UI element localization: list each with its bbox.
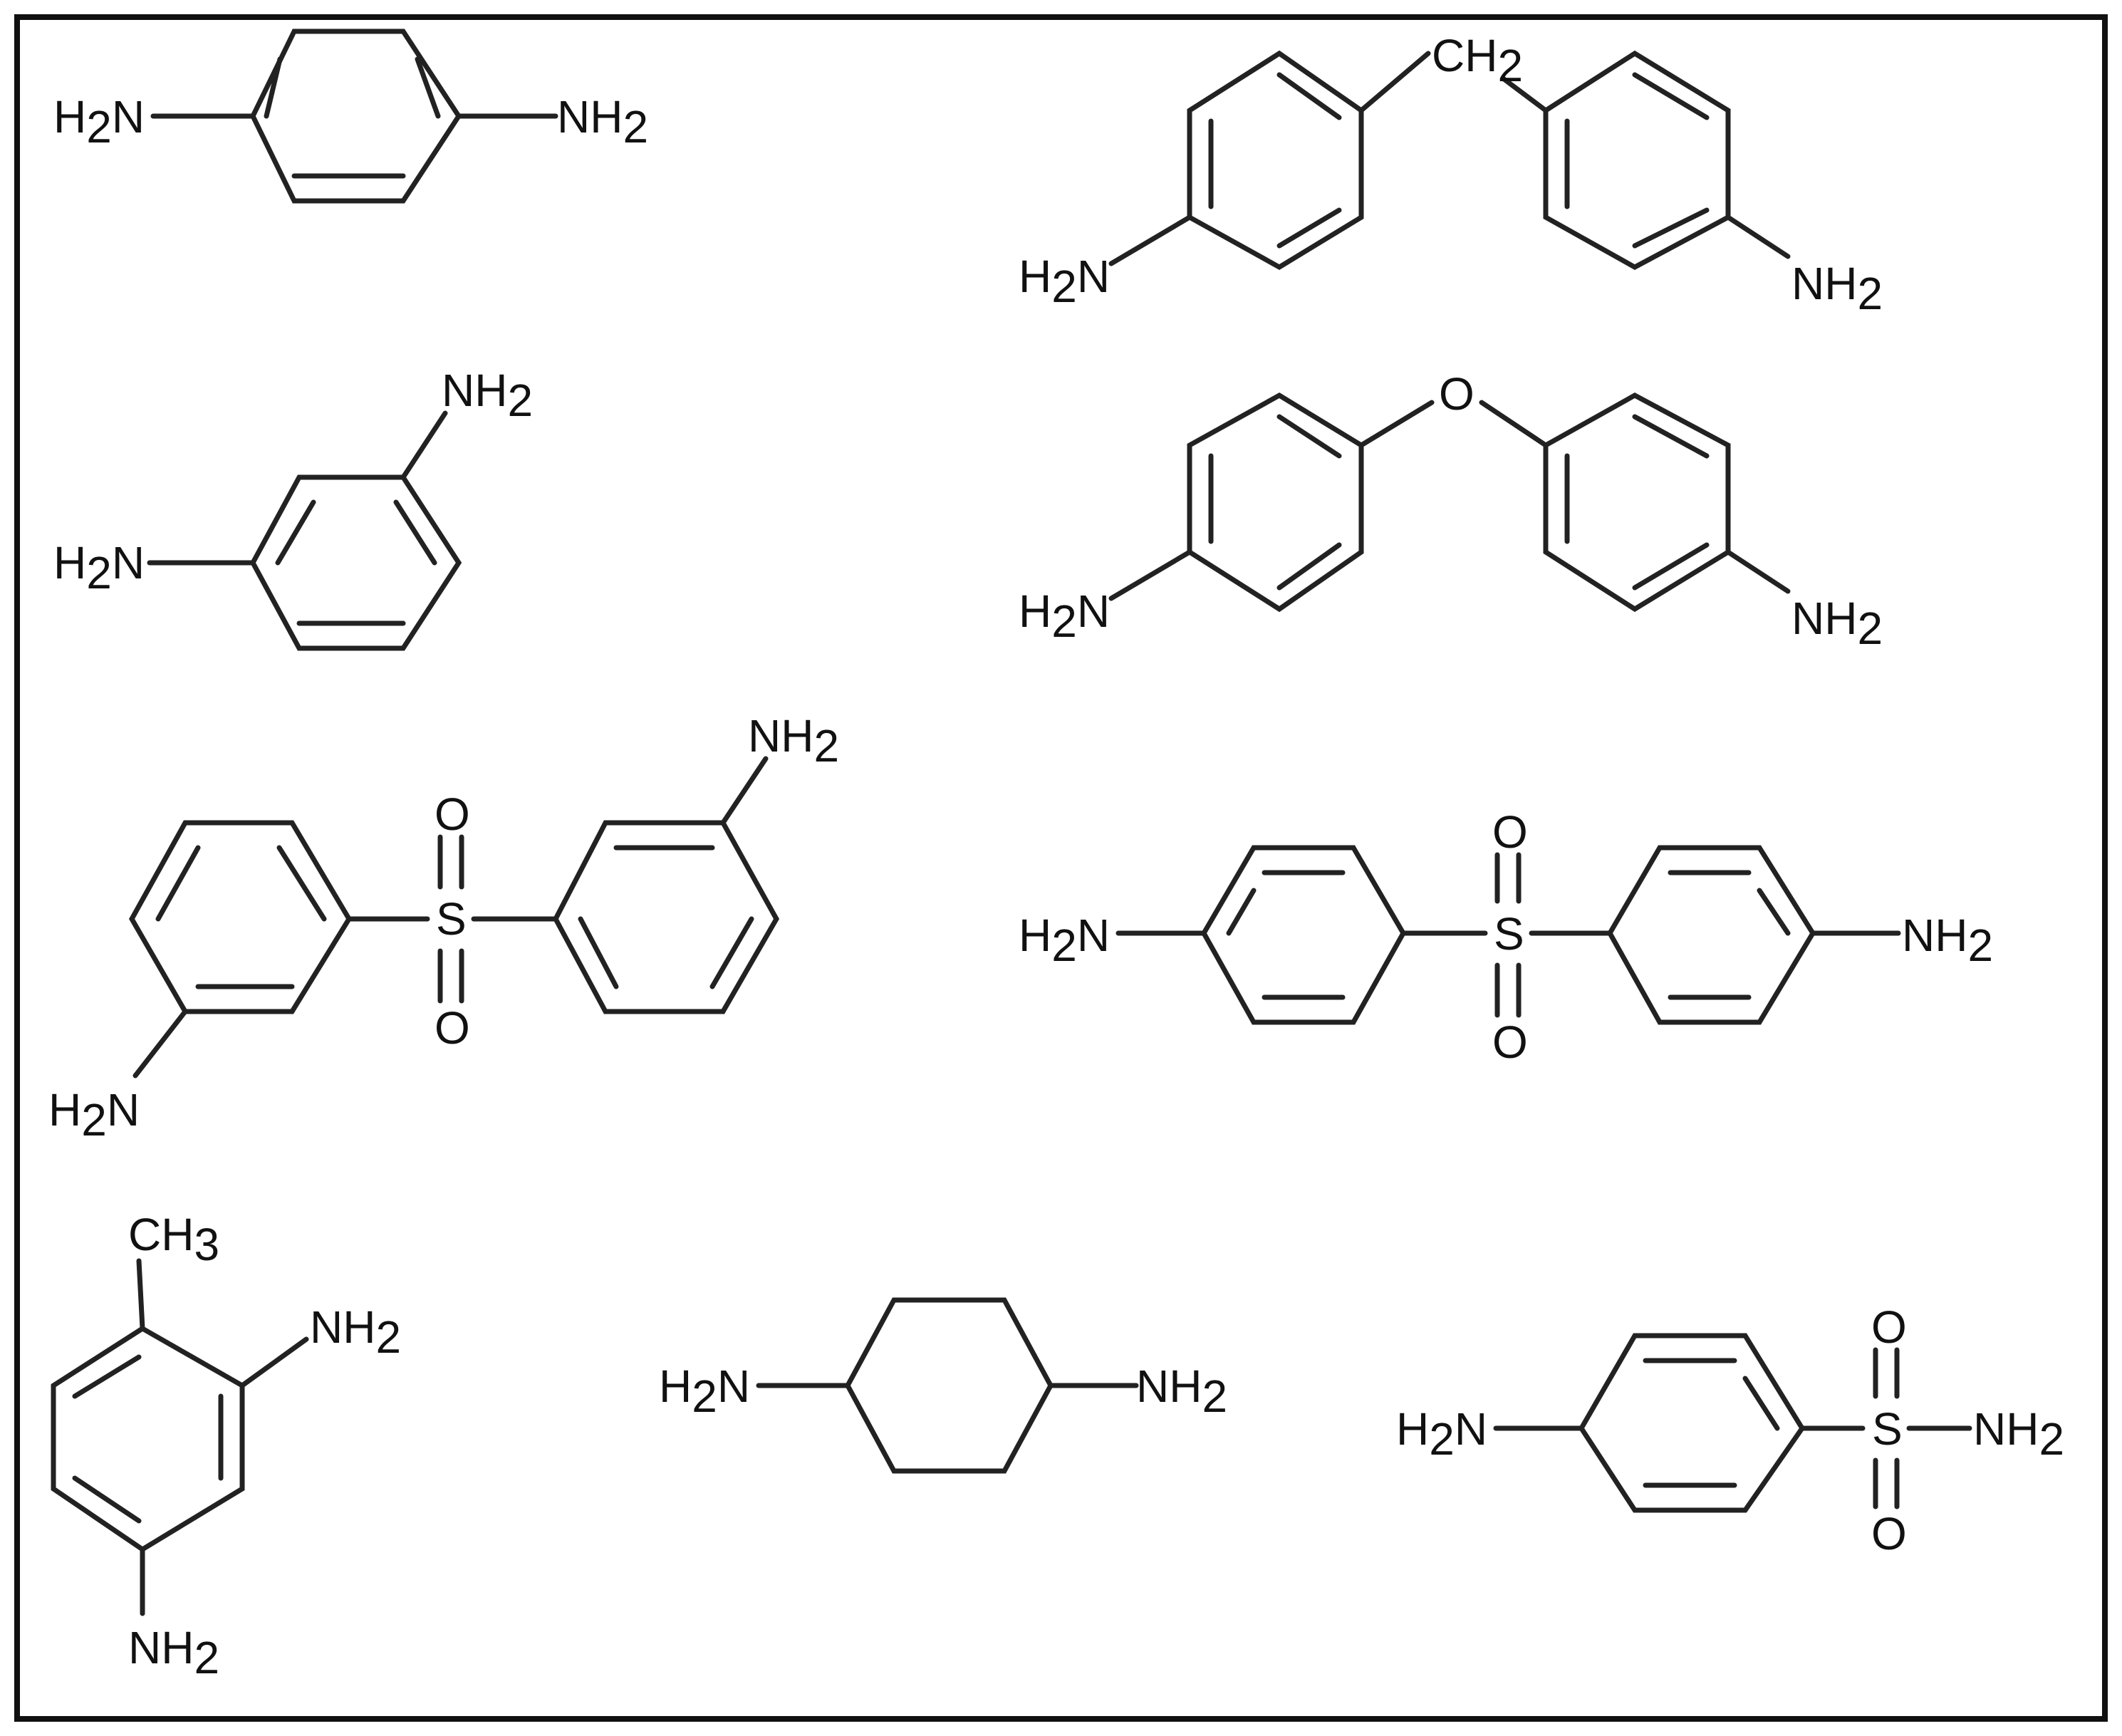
amine-label-right: NH2: [1902, 910, 1993, 971]
amine-label-left: H2N: [659, 1361, 750, 1422]
amine-label-left: H2N: [53, 91, 145, 152]
amine-label-bottom: H2N: [48, 1084, 140, 1145]
sulfonyl-oxygen-bottom: O: [435, 1002, 470, 1054]
amine-label-right: NH2: [1136, 1361, 1227, 1422]
molecule-cyclohexanediamine: H2N NH2: [659, 1297, 1227, 1474]
amine-label-left: H2N: [53, 537, 145, 598]
sulfonyl-oxygen-top: O: [435, 789, 470, 840]
molecule-4-4-diaminodiphenylsulfone: H2N O S O NH2: [1019, 806, 1993, 1068]
molecule-p-phenylenediamine: H2N NH2: [53, 28, 648, 204]
sulfonamide-label: NH2: [1973, 1403, 2064, 1465]
amine-label-top: NH2: [748, 710, 839, 771]
amine-label-left: H2N: [1396, 1403, 1487, 1465]
amine-label-left: H2N: [1019, 251, 1110, 312]
molecule-oxydianiline: O H2N NH2: [1019, 368, 1883, 654]
amine-label-left: H2N: [1019, 586, 1110, 647]
methylene-label: CH2: [1432, 30, 1523, 91]
molecule-sulfanilamide: H2N O S O NH2: [1396, 1301, 2064, 1559]
sulfur-label: S: [436, 893, 467, 945]
amine-label-right: NH2: [1791, 258, 1883, 319]
amine-label-right: NH2: [1791, 593, 1883, 654]
molecule-toluenediamine: CH3 NH2 NH2: [51, 1209, 401, 1683]
amine-label-top: NH2: [442, 365, 533, 426]
sulfur-label: S: [1494, 908, 1524, 960]
amine-label-left: H2N: [1019, 910, 1110, 971]
amine-label-right: NH2: [557, 91, 648, 152]
figure-border: [14, 14, 2108, 1722]
molecule-m-phenylenediamine: NH2 H2N: [53, 365, 533, 651]
ether-oxygen-label: O: [1439, 368, 1475, 420]
sulfonyl-oxygen-bottom: O: [1871, 1508, 1907, 1559]
methyl-label: CH3: [128, 1209, 219, 1270]
amine-label-bottom: NH2: [128, 1622, 219, 1683]
sulfonyl-oxygen-bottom: O: [1492, 1017, 1528, 1068]
sulfur-label: S: [1872, 1403, 1903, 1455]
sulfonyl-oxygen-top: O: [1492, 806, 1528, 858]
molecule-3-3-diaminodiphenylsulfone: NH2 O S O H2N: [48, 710, 839, 1145]
sulfonyl-oxygen-top: O: [1871, 1301, 1907, 1353]
amine-label-right: NH2: [310, 1301, 401, 1363]
molecule-methylenedianiline: CH2 H2N NH2: [1019, 30, 1883, 319]
